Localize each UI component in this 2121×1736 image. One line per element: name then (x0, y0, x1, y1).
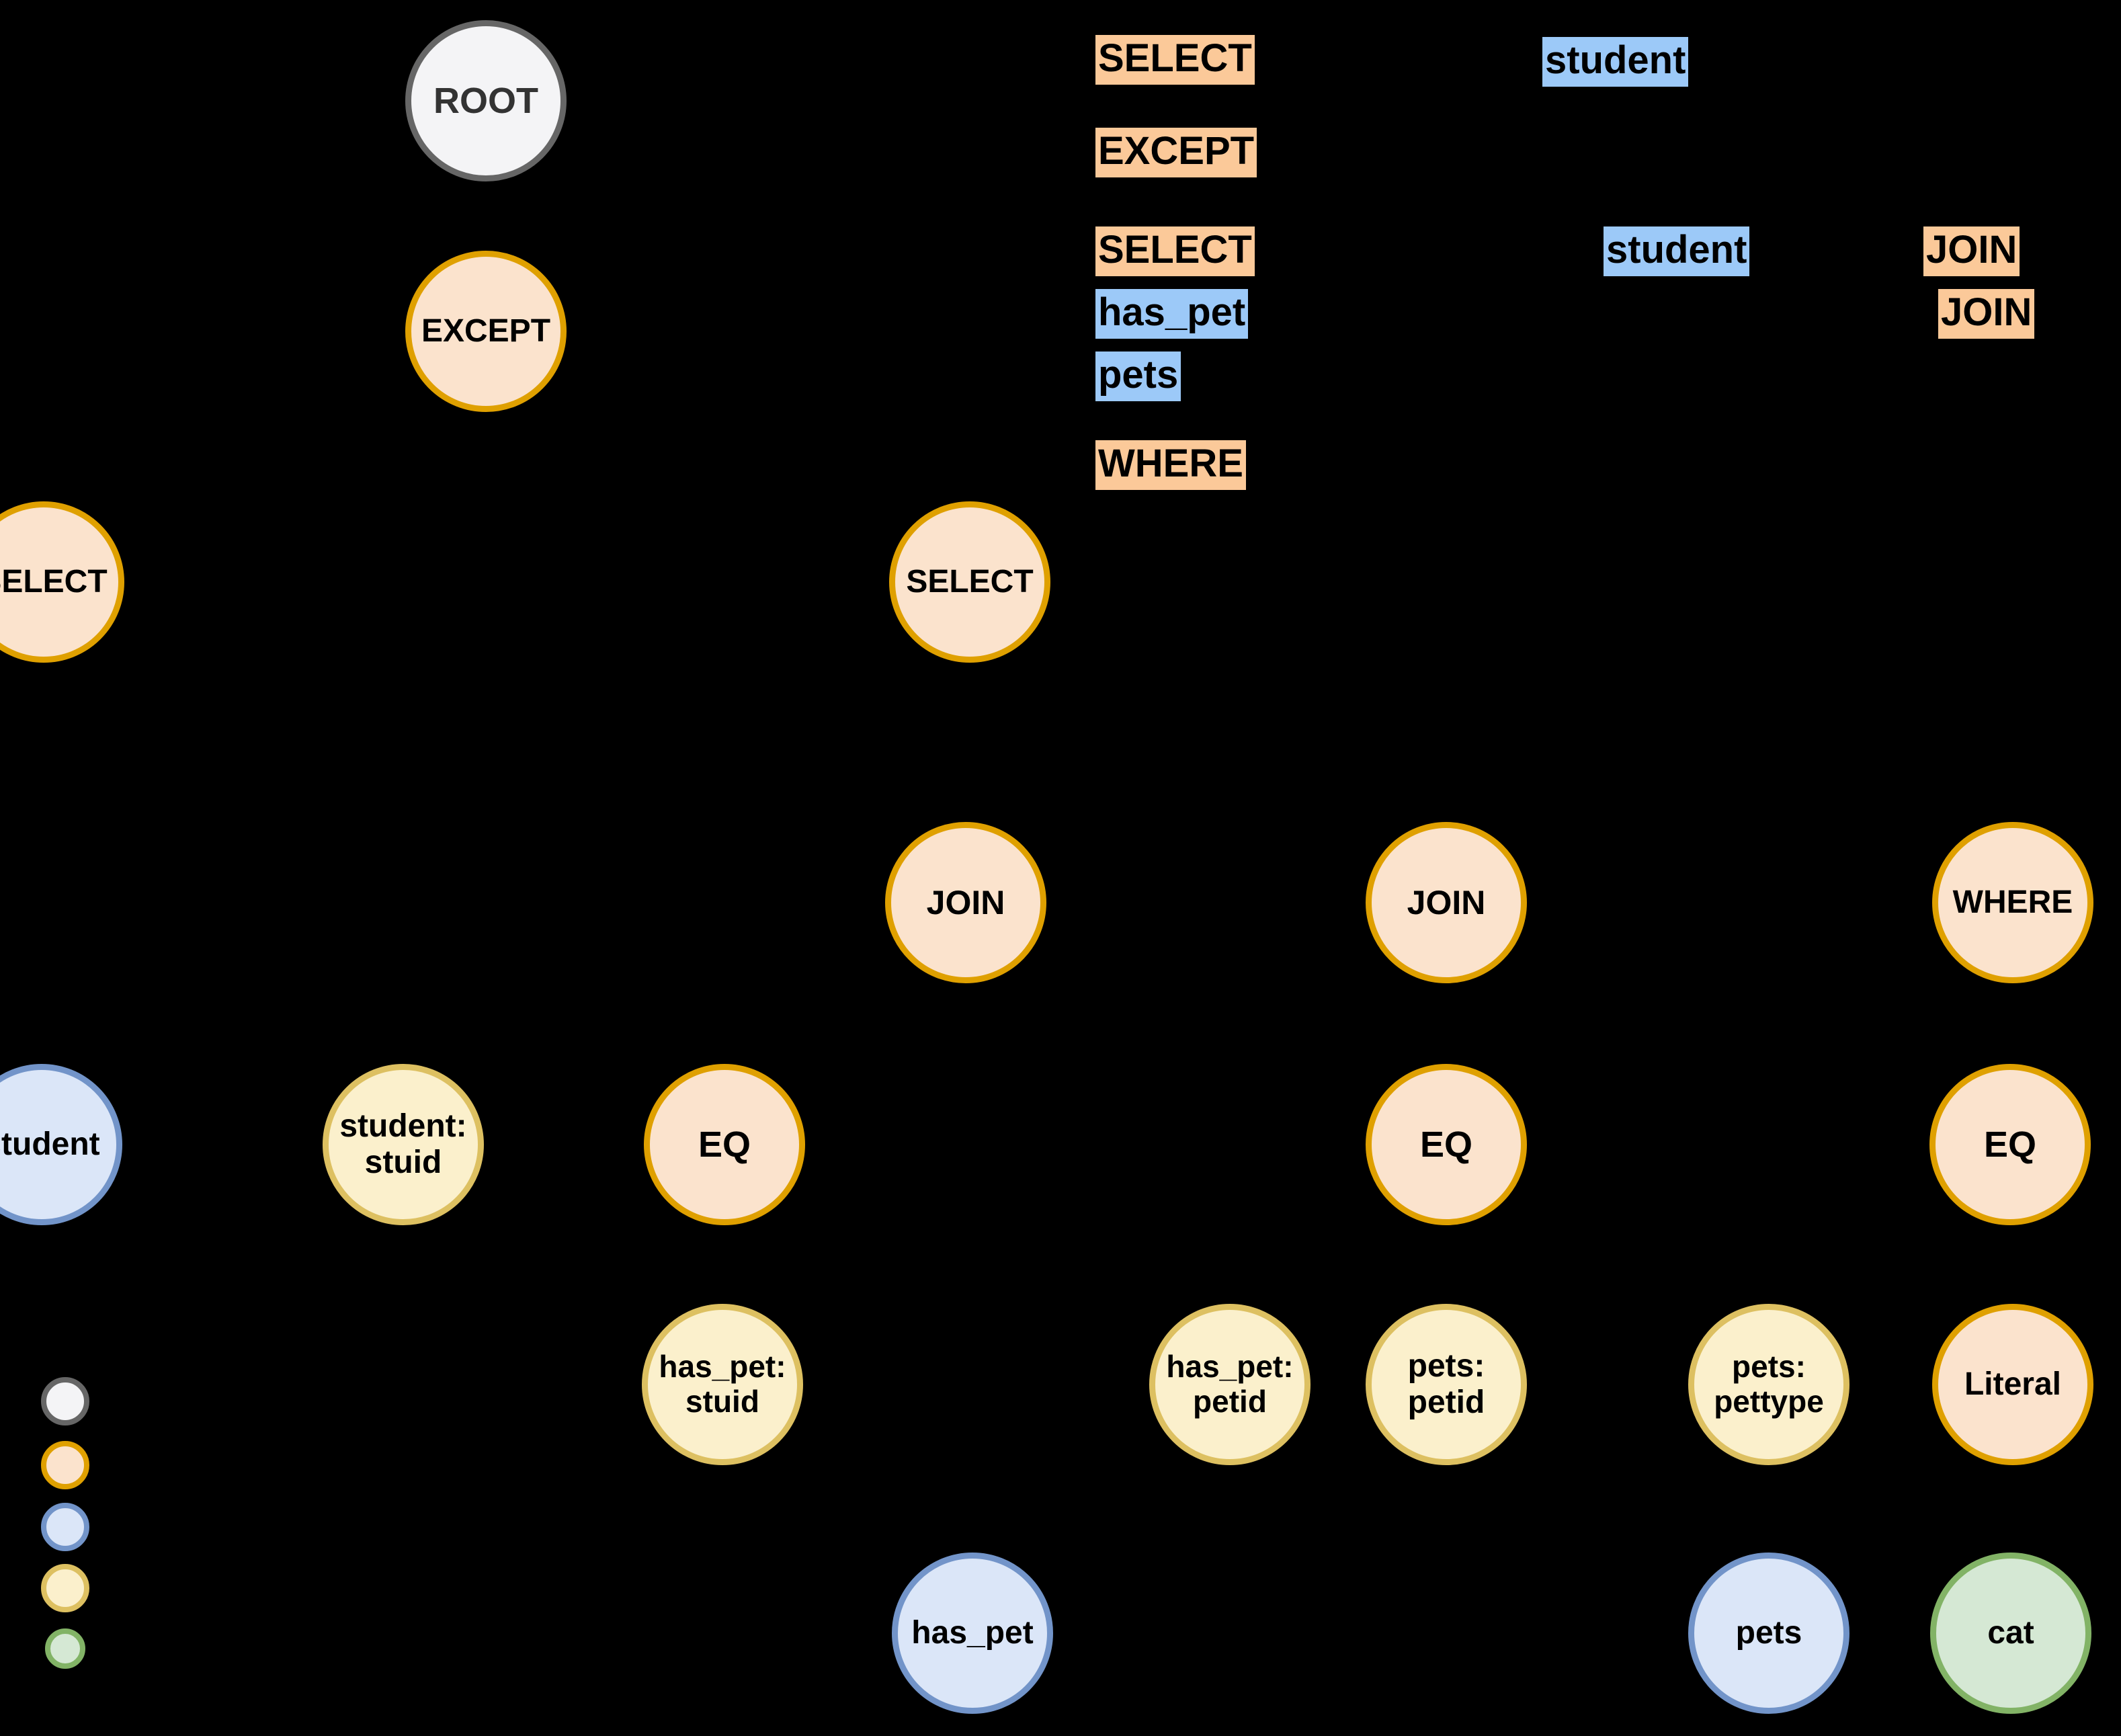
graph-node-student-stuid[interactable]: student: stuid (323, 1064, 484, 1225)
legend-root-swatch-icon (41, 1377, 89, 1425)
graph-node-root[interactable]: ROOT (405, 20, 567, 181)
graph-node-cat-val[interactable]: cat (1930, 1553, 2091, 1714)
graph-node-join-1[interactable]: JOIN (885, 822, 1046, 983)
query-token-join-1: JOIN (1923, 226, 2020, 276)
query-token-pets: pets (1095, 352, 1181, 401)
legend-table-swatch-icon (41, 1503, 89, 1551)
graph-node-pets-tbl[interactable]: pets (1688, 1553, 1849, 1714)
graph-node-eq-1[interactable]: EQ (644, 1064, 805, 1225)
graph-node-student-tbl[interactable]: student (0, 1064, 122, 1225)
graph-node-haspet-petid[interactable]: has_pet: petid (1149, 1304, 1311, 1465)
graph-node-literal[interactable]: Literal (1932, 1304, 2093, 1465)
graph-node-haspet-stuid[interactable]: has_pet: stuid (642, 1304, 803, 1465)
graph-node-except[interactable]: EXCEPT (405, 251, 567, 412)
query-token-where: WHERE (1095, 440, 1246, 490)
graph-node-haspet-tbl[interactable]: has_pet (892, 1553, 1053, 1714)
legend-op-swatch-icon (41, 1441, 89, 1489)
graph-node-where[interactable]: WHERE (1932, 822, 2093, 983)
graph-node-select-l[interactable]: SELECT (0, 501, 124, 663)
graph-node-pets-petid[interactable]: pets: petid (1366, 1304, 1527, 1465)
query-token-select-2: SELECT (1095, 226, 1255, 276)
graph-node-select-m[interactable]: SELECT (889, 501, 1050, 663)
graph-node-pets-pettype[interactable]: pets: pettype (1688, 1304, 1849, 1465)
query-token-except: EXCEPT (1095, 128, 1257, 177)
query-token-haspet: has_pet (1095, 289, 1249, 339)
graph-node-eq-2[interactable]: EQ (1366, 1064, 1527, 1225)
query-token-select-1: SELECT (1095, 35, 1255, 85)
graph-node-join-2[interactable]: JOIN (1366, 822, 1527, 983)
legend-value-swatch-icon (45, 1628, 85, 1669)
legend-column-swatch-icon (41, 1564, 89, 1612)
query-token-join-2: JOIN (1938, 289, 2035, 339)
query-token-student-2: student (1604, 226, 1750, 276)
query-token-student-1: student (1542, 37, 1689, 87)
graph-node-eq-3[interactable]: EQ (1929, 1064, 2091, 1225)
